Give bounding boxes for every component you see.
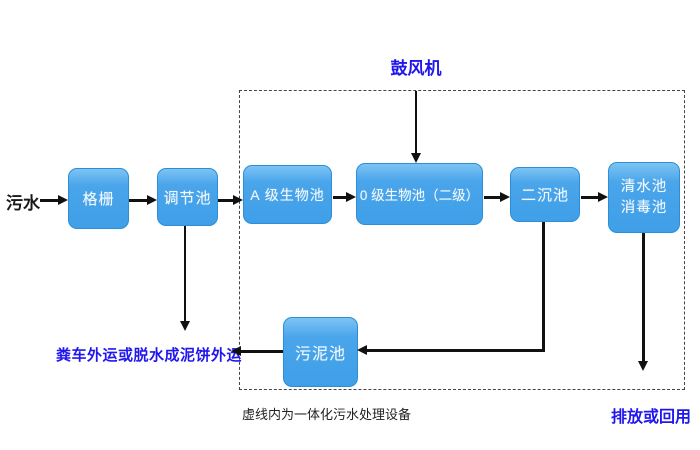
blower-label: 鼓风机: [390, 59, 442, 78]
arrow-sludge-to-disposal-line: [240, 350, 283, 353]
arrow-sewage-to-grid-head: [58, 195, 68, 205]
o-level-bio-tank-box: 0 级生物池（二级）: [356, 163, 483, 225]
secondary-sedimentation-tank-box: 二沉池: [510, 167, 580, 222]
grid-screen-label: 格栅: [82, 191, 115, 208]
o-level-bio-tank-label: 0 级生物池（二级）: [359, 188, 480, 203]
arrow-blower-to-obio-head: [411, 153, 421, 163]
arrow-obio-to-sedimentation-line: [484, 196, 501, 199]
arrow-clearwater-to-discharge-line: [642, 233, 645, 363]
arrow-sedimentation-to-clearwater-line: [581, 196, 599, 199]
a-level-bio-tank-box: A 级生物池: [243, 165, 332, 224]
sludge-tank-label: 污泥池: [294, 346, 346, 363]
arrow-sedimentation-to-sludge-horizontal: [366, 349, 545, 352]
arrow-grid-to-regulating-head: [147, 195, 157, 205]
discharge-reuse-label: 排放或回用: [611, 409, 692, 426]
sludge-tank-box: 污泥池: [283, 317, 358, 387]
arrow-obio-to-sedimentation-head: [500, 192, 510, 202]
arrow-regulating-to-abio-head: [233, 195, 243, 205]
arrow-regulating-to-disposal-head: [180, 321, 190, 331]
arrow-sedimentation-to-sludge-head: [357, 345, 367, 355]
regulating-tank-box: 调节池: [157, 168, 218, 226]
regulating-tank-label: 调节池: [163, 189, 212, 207]
arrow-abio-to-obio-line: [333, 196, 347, 199]
arrow-sedimentation-to-sludge-vertical: [542, 222, 545, 352]
arrow-sludge-to-disposal-head: [231, 346, 241, 356]
arrow-sewage-to-grid-line: [40, 199, 59, 202]
clear-water-disinfection-tank-box: 清水池 消毒池: [608, 162, 680, 233]
arrow-regulating-to-disposal-line: [184, 226, 186, 322]
integrated-equipment-dashed-boundary: [239, 90, 685, 390]
arrow-clearwater-to-discharge-head: [638, 361, 648, 371]
sewage-inflow-label: 污水: [6, 194, 40, 213]
boundary-caption: 虚线内为一体化污水处理设备: [242, 407, 412, 422]
clear-water-tank-label: 清水池: [620, 178, 668, 195]
arrow-sedimentation-to-clearwater-head: [598, 192, 608, 202]
grid-screen-box: 格栅: [68, 168, 129, 229]
arrow-grid-to-regulating-line: [129, 199, 148, 202]
disinfection-tank-label: 消毒池: [620, 199, 668, 216]
secondary-sedimentation-tank-label: 二沉池: [520, 187, 569, 204]
arrow-abio-to-obio-head: [346, 192, 356, 202]
arrow-blower-to-obio-line: [415, 91, 417, 154]
a-level-bio-tank-label: A 级生物池: [250, 186, 325, 203]
arrow-regulating-to-abio-line: [218, 199, 234, 202]
sludge-disposal-label: 粪车外运或脱水成泥饼外运: [56, 347, 243, 364]
